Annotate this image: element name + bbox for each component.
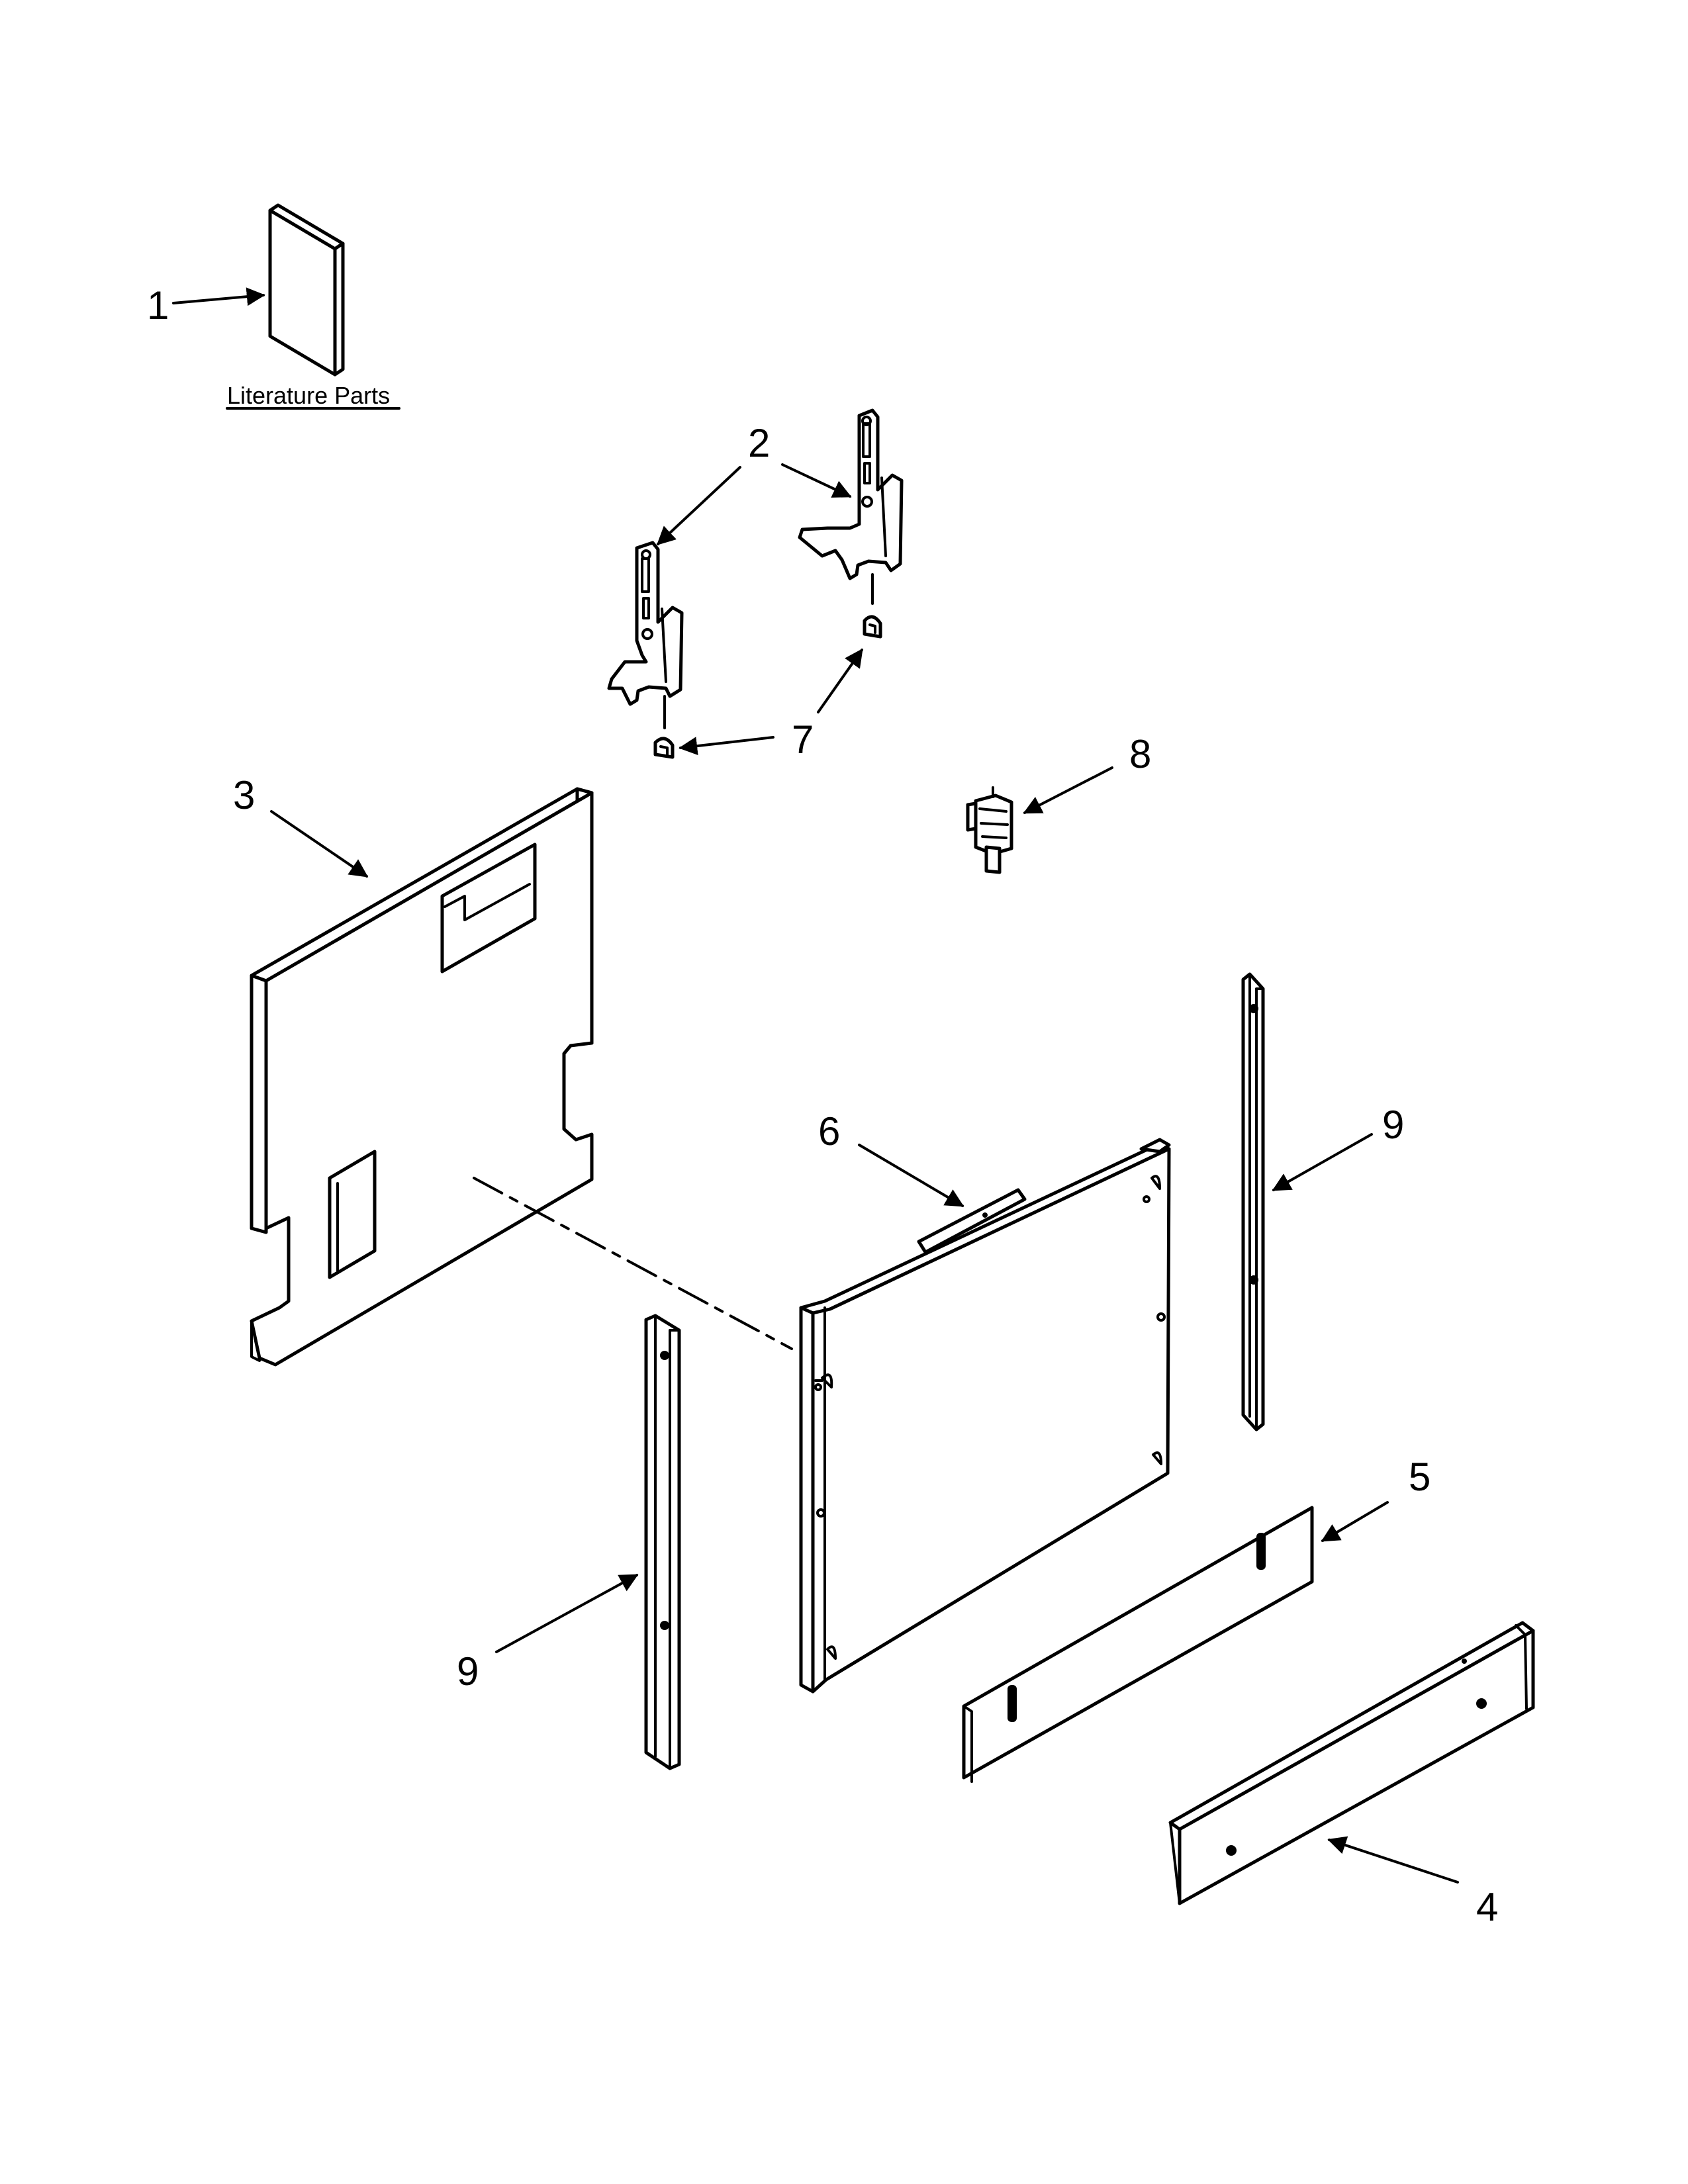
leader-5 [1321, 1501, 1389, 1542]
callout-7: 7 [792, 717, 814, 762]
callout-2: 2 [748, 421, 770, 465]
part-3-rear-panel [250, 787, 594, 1367]
leader-6 [858, 1144, 964, 1207]
leader-1 [172, 287, 265, 306]
part-4-kick-plate [1168, 1621, 1535, 1905]
leader-7-right [817, 648, 863, 713]
part-5-toe-plate [962, 1506, 1314, 1783]
literature-parts-caption: Literature Parts [227, 382, 390, 409]
leader-4 [1327, 1836, 1459, 1884]
part-7-hinge-clip-left [653, 737, 675, 759]
callout-4: 4 [1476, 1885, 1498, 1929]
part-1-literature-booklet [268, 203, 345, 377]
part-7-hinge-clip-right [863, 615, 882, 639]
leader-7-left [679, 736, 774, 756]
leader-8 [1023, 766, 1113, 814]
part-2-hinge-left [607, 541, 684, 729]
callout-6: 6 [818, 1109, 840, 1154]
callout-9-left: 9 [457, 1649, 479, 1694]
part-8-door-switch [966, 786, 1013, 874]
part-6-side-panel [799, 1138, 1171, 1694]
leader-9-left [495, 1574, 639, 1653]
callout-8: 8 [1129, 732, 1151, 776]
assembly-dashed-line [473, 1177, 793, 1350]
leader-2-left [656, 466, 741, 545]
callout-9-right: 9 [1382, 1103, 1404, 1147]
callout-5: 5 [1409, 1455, 1430, 1499]
part-9-trim-right [1241, 972, 1265, 1432]
leader-2-right [781, 463, 852, 498]
callout-3: 3 [233, 773, 255, 817]
part-2-hinge-right [798, 408, 904, 605]
callout-1: 1 [147, 283, 169, 328]
leader-3 [270, 810, 369, 878]
leader-9-right [1272, 1133, 1373, 1191]
part-9-trim-left [644, 1314, 681, 1770]
